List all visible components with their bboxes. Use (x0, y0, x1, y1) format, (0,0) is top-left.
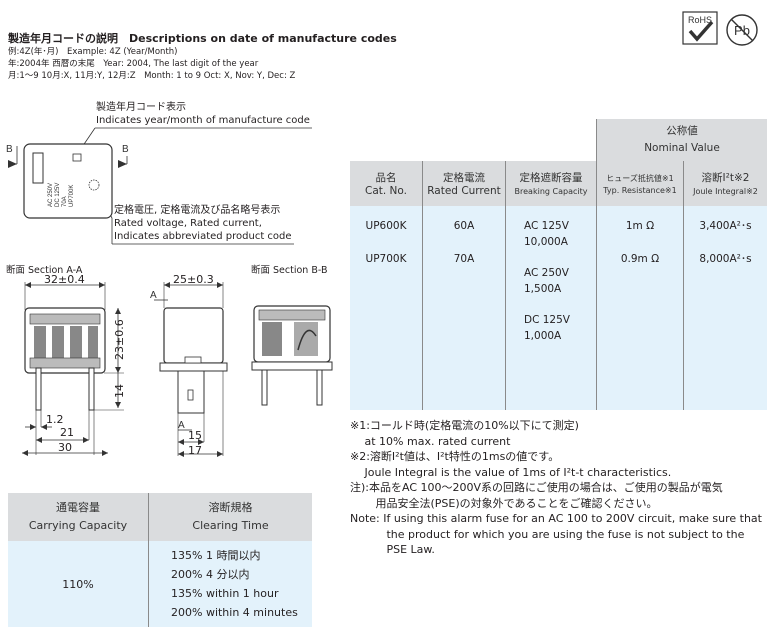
marking-voltage-dc: DC 125V (55, 183, 61, 207)
dimension-32: 32±0.4 (44, 273, 85, 286)
fuse-side-view: A A (150, 282, 228, 457)
note-2-en: Joule Integral is the value of 1ms of I²… (350, 465, 672, 479)
current-up700k: 70A (453, 253, 475, 265)
rated-callout-en2: Indicates abbreviated product code (114, 231, 292, 242)
dimension-21: 21 (60, 426, 74, 439)
dimension-23: 23±0.6 (113, 319, 126, 360)
nominal-value-header: 公称値 Nominal Value (596, 119, 767, 161)
note-3-jp-1: 注):本品をAC 100～200V系の回路にご使用の場合は、ご使用の製品が電気 (350, 481, 723, 494)
compliance-badges: RoHS Pb (682, 11, 758, 46)
nominal-value-en: Nominal Value (644, 142, 720, 154)
cat-no-up700k: UP700K (365, 253, 407, 265)
breaking-dc125-voltage: DC 125V (524, 314, 570, 326)
clearing-time-cell: 135% 1 時間以内 200% 4 分以内 135% within 1 hou… (148, 541, 312, 627)
spec-blank-cell (350, 119, 597, 161)
rated-callout-jp: 定格電圧, 定格電流及び品名略号表示 (114, 205, 281, 216)
clearing-200-jp: 200% 4 分以内 (171, 568, 250, 581)
rated-current-cell: 60A 70A (422, 206, 506, 410)
code-callout-en: Indicates year/month of manufacture code (96, 115, 310, 126)
note-3-jp-2: 用品安全法(PSE)の対象外であることをご確認ください。 (350, 496, 658, 510)
rated-callout-en1: Rated voltage, Rated current, (114, 218, 262, 229)
cat-no-up600k: UP600K (365, 220, 407, 232)
marking-product-code: UP700K (69, 185, 75, 207)
section-b-label: 断面 Section B-B (251, 265, 328, 276)
note-1-jp: ※1:コールド時(定格電流の10%以下にて測定) (350, 419, 579, 432)
resistance-up600k: 1m Ω (625, 220, 655, 232)
dimension-25: 25±0.3 (173, 273, 214, 286)
clearing-135-jp: 135% 1 時間以内 (171, 549, 261, 562)
fuse-top-view: B B AC 250V DC 125V 70A UP700K (6, 127, 312, 245)
resistance-cell: 1m Ω 0.9m Ω (596, 206, 684, 410)
breaking-dc125-current: 1,000A (524, 330, 562, 342)
section-a-drawing (22, 282, 124, 456)
note-3-en-2: the product for which you are using the … (350, 527, 745, 541)
section-marker-a-bottom: A (178, 420, 185, 431)
note-1-en: at 10% max. rated current (350, 434, 511, 448)
section-a-label: 断面 Section A-A (6, 265, 83, 276)
rohs-check-icon: RoHS (682, 11, 718, 45)
pb-free-icon: Pb (726, 14, 758, 46)
nominal-value-jp: 公称値 (666, 125, 698, 137)
marking-current: 70A (62, 196, 68, 207)
resistance-up700k: 0.9m Ω (620, 253, 660, 265)
note-2-jp: ※2:溶断I²t値は、I²t特性の1msの値です。 (350, 450, 560, 463)
rohs-label: RoHS (688, 15, 712, 25)
dimension-30: 30 (58, 441, 72, 454)
section-marker-b-left: B (6, 144, 13, 155)
breaking-ac125-voltage: AC 125V (524, 220, 569, 232)
code-description-title: 製造年月コードの説明 Descriptions on date of manuf… (8, 32, 397, 45)
carrying-capacity-value: 110% (8, 541, 149, 627)
marking-voltage-ac: AC 250V (48, 183, 54, 207)
breaking-capacity-cell: AC 125V 10,000A AC 250V 1,500A DC 125V 1… (505, 206, 597, 410)
breaking-ac250-voltage: AC 250V (524, 267, 569, 279)
notes: ※1:コールド時(定格電流の10%以下にて測定) at 10% max. rat… (350, 418, 770, 558)
clearing-200-en: 200% within 4 minutes (171, 606, 298, 619)
code-month-line: 月:1～9 10月:X, 11月:Y, 12月:Z Month: 1 to 9 … (8, 71, 296, 81)
code-example-line: 例:4Z(年･月) Example: 4Z (Year/Month) (8, 47, 178, 57)
note-3-en-1: Note: If using this alarm fuse for an AC… (350, 512, 762, 525)
breaking-ac250-current: 1,500A (524, 283, 562, 295)
code-callout-jp: 製造年月コード表示 (96, 102, 186, 113)
joule-up600k: 3,400A²･s (699, 220, 752, 232)
section-marker-b-right: B (122, 144, 129, 155)
dimension-17: 17 (188, 444, 202, 457)
clearing-135-en: 135% within 1 hour (171, 587, 279, 600)
joule-integral-cell: 3,400A²･s 8,000A²･s (683, 206, 767, 410)
joule-up700k: 8,000A²･s (699, 253, 752, 265)
cat-no-cell: UP600K UP700K (350, 206, 423, 410)
section-marker-a-top: A (150, 290, 157, 301)
dimension-14: 14 (113, 384, 126, 398)
note-3-en-3: PSE Law. (350, 543, 435, 556)
code-year-line: 年:2004年 西暦の末尾 Year: 2004, The last digit… (8, 59, 259, 69)
dimension-1-2: 1.2 (46, 413, 64, 426)
section-b-drawing (251, 305, 333, 406)
dimension-15: 15 (188, 429, 202, 442)
current-up600k: 60A (453, 220, 475, 232)
breaking-ac125-current: 10,000A (524, 236, 568, 248)
